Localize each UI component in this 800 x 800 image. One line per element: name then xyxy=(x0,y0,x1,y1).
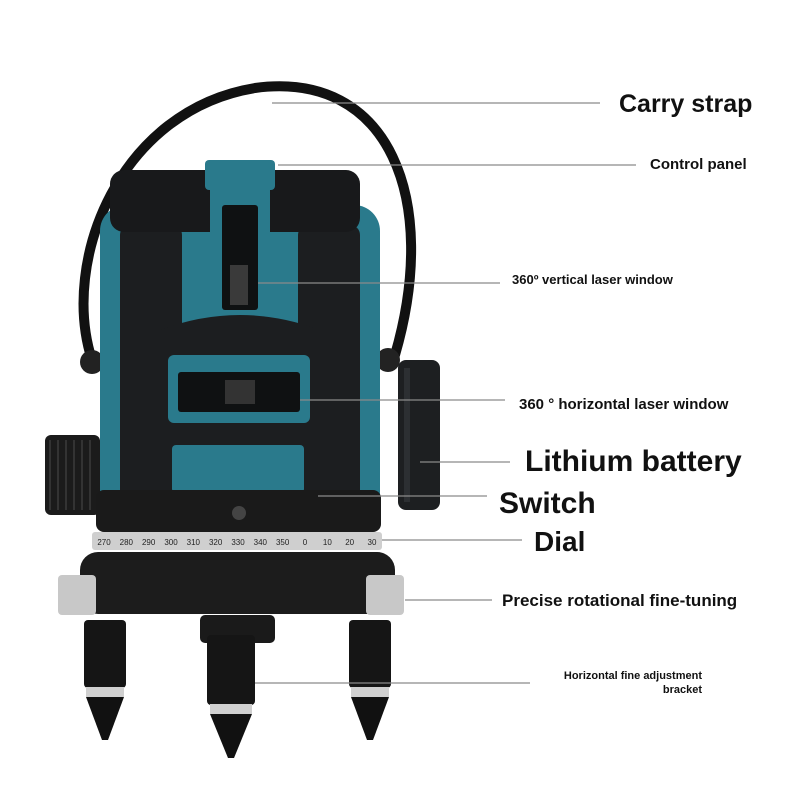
control-panel xyxy=(205,160,275,190)
dial-scale-label: 300 xyxy=(164,538,178,547)
side-knob xyxy=(45,435,100,515)
leader-lines xyxy=(255,102,636,684)
dial-scale-label: 320 xyxy=(209,538,223,547)
dial-scale-label: 10 xyxy=(323,538,332,547)
dial-scale-label: 290 xyxy=(142,538,156,547)
label-carry-strap: Carry strap xyxy=(619,90,753,118)
dial-scale-label: 30 xyxy=(368,538,377,547)
label-bracket-line2: bracket xyxy=(662,683,702,696)
leveling-foot-right xyxy=(349,620,391,740)
dial-scale-label: 20 xyxy=(345,538,354,547)
switch-screw xyxy=(232,506,246,520)
dial-scale-label: 0 xyxy=(303,538,308,547)
label-bracket-line1: Horizontal fine adjustment xyxy=(563,670,702,682)
front-lower-panel xyxy=(172,445,304,493)
dial-scale-label: 270 xyxy=(97,538,111,547)
dial-scale-label: 330 xyxy=(231,538,245,547)
label-dial: Dial xyxy=(534,526,586,557)
label-lithium-battery: Lithium battery xyxy=(525,445,742,478)
label-adjustment-bracket: Horizontal fine adjustment bracket xyxy=(542,670,702,698)
lower-base xyxy=(80,552,395,614)
dial-ring xyxy=(92,532,382,550)
strap-mount-left xyxy=(80,350,104,374)
leveling-foot-left xyxy=(84,620,126,740)
label-switch: Switch xyxy=(499,487,596,520)
dial-scale-label: 340 xyxy=(254,538,268,547)
fine-tuning-screw-right xyxy=(366,575,404,615)
dial-scale-label: 280 xyxy=(120,538,134,547)
side-knob-grip xyxy=(49,440,91,510)
label-fine-tuning: Precise rotational fine-tuning xyxy=(502,591,738,610)
fine-tuning-screw-left xyxy=(58,575,96,615)
leveling-foot-center xyxy=(207,635,255,758)
carry-strap xyxy=(78,81,417,365)
dial-scale-label: 350 xyxy=(276,538,290,547)
label-control-panel: Control panel xyxy=(650,156,747,173)
dial-scale: 270 280 290 300 310 320 330 340 350 0 10 20 30 xyxy=(97,538,377,547)
label-vertical-window: 360º vertical laser window xyxy=(512,272,673,287)
strap-mount-right xyxy=(376,348,400,372)
dial-scale-label: 310 xyxy=(187,538,201,547)
label-horizontal-window: 360 ° horizontal laser window xyxy=(519,396,729,413)
